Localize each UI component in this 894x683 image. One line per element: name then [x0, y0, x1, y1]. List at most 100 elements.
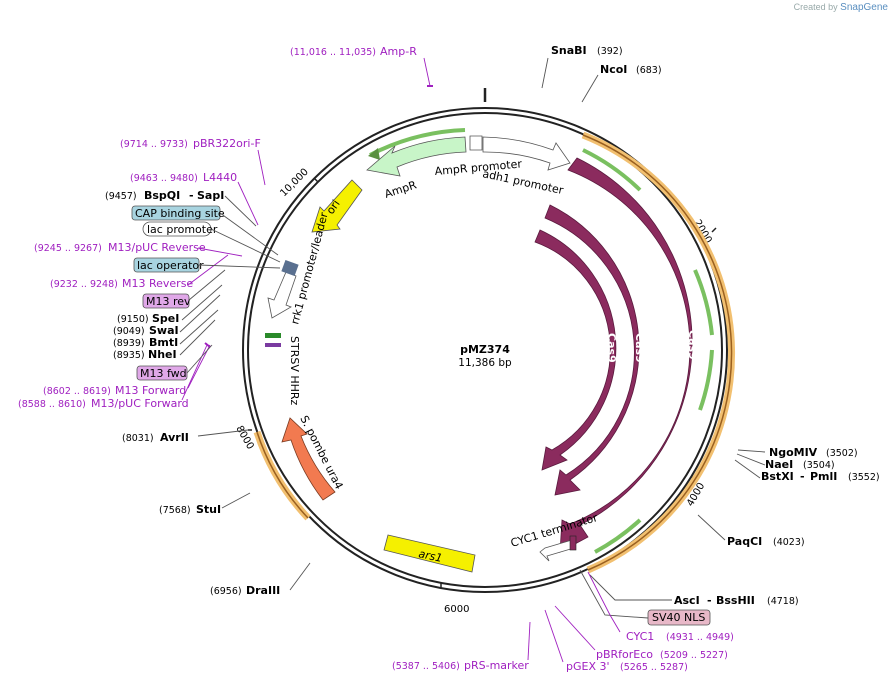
m13fwd-leader-1 [187, 344, 211, 389]
strsv-marker-green [265, 333, 281, 338]
pbr322-leader [257, 149, 266, 186]
bmti-leader [179, 309, 219, 345]
m13rev-leader [188, 269, 226, 301]
m13puc-rev-leader [197, 247, 243, 257]
enzyme-ncoi-pos: (683) [636, 65, 662, 76]
backbone-inner [247, 112, 723, 588]
enzyme-bsshii: BssHII [716, 594, 755, 607]
snapgene-logo: SnapGene [840, 2, 888, 13]
plasmid-size: 11,386 bp [458, 357, 512, 369]
backbone-outer [242, 107, 728, 593]
enzyme-naei-pos: (3504) [803, 460, 835, 471]
enzyme-swai: SwaI [149, 324, 179, 337]
primer-pgex: pGEX 3' [566, 660, 610, 673]
enzyme-spei: SpeI [152, 312, 179, 325]
enzyme-paqci: PaqCI [727, 535, 762, 548]
primer-pbrforeco: pBRforEco [596, 648, 653, 661]
enzyme-bmti-pos: (8939) [113, 338, 145, 349]
enzyme-asci: AscI [674, 594, 700, 607]
cyc1-terminator-arrow [539, 539, 575, 562]
cas9-subfeature-2 [693, 269, 714, 336]
enzyme-snabi-pos: (392) [597, 46, 623, 57]
primer-m13fwd-pos: (8602 .. 8619) [43, 386, 111, 397]
cyc1-primer-leader [587, 571, 621, 633]
adh1-promoter-label: adh1 promoter [481, 167, 565, 197]
ori-arrow [311, 179, 363, 233]
cas9-subfeature-1 [582, 148, 642, 192]
enzyme-dash-1: - [800, 470, 805, 483]
primer-m13rev: M13 Reverse [122, 277, 193, 290]
ampr-annotation-arrowhead [368, 148, 380, 160]
ampr-primer-leader [423, 57, 431, 87]
enzyme-avrii-pos: (8031) [122, 433, 154, 444]
primer-m13puc-rev-pos: (9245 .. 9267) [34, 243, 102, 254]
enzyme-asci-pos: (4718) [767, 596, 799, 607]
enzyme-sapi: SapI [197, 189, 224, 202]
ars1-label: ars1 [417, 547, 443, 565]
sv40-leader [579, 569, 649, 619]
lac-operator-leader [198, 264, 281, 269]
enzyme-draiii: DraIII [246, 584, 280, 597]
enzyme-ngomiv: NgoMIV [769, 446, 818, 459]
primer-cyc1-pos: (4931 .. 4949) [666, 632, 734, 643]
strsv-marker-purple [265, 343, 281, 347]
rrk1-promoter-arrow [267, 271, 297, 319]
primer-pbr322: pBR322ori-F [193, 137, 261, 150]
prs-marker-leader [527, 621, 531, 661]
enzyme-bstxi-pos: (3552) [848, 472, 880, 483]
cas9-subfeature-3 [698, 349, 714, 411]
ura4-annotation-core [256, 431, 309, 519]
ars1-arrow [383, 534, 476, 573]
ngomiv-leader [737, 449, 766, 453]
m13rev-box [142, 293, 190, 309]
enzyme-ncoi: NcoI [600, 63, 627, 76]
swai-leader [179, 294, 221, 333]
primer-site-mark [204, 342, 211, 348]
enzyme-draiii-pos: (6956) [210, 586, 242, 597]
enzyme-stui-pos: (7568) [159, 505, 191, 516]
strsv-label: STRSV HHRz [288, 336, 301, 406]
primer-m13pucfwd: M13/pUC Forward [91, 397, 189, 410]
tick-8000: 8000 [233, 424, 255, 452]
cas9-label-inner: Cas9 [605, 333, 618, 363]
primer-l4440-pos: (9463 .. 9480) [130, 173, 198, 184]
lac-operator-label: lac operator [137, 259, 204, 272]
tick-2000-mark [711, 227, 717, 233]
primer-prs-marker: pRS-marker [464, 659, 529, 672]
enzyme-snabi: SnaBI [551, 44, 587, 57]
snabi-leader [541, 57, 549, 89]
ncoi-leader [581, 74, 599, 103]
primer-prs-marker-pos: (5387 .. 5406) [392, 661, 460, 672]
cas9-arrow-inner [534, 229, 617, 471]
enzyme-dash-3: - [189, 189, 194, 202]
enzyme-bspqi-pos: (9457) [105, 191, 137, 202]
nhei-leader [179, 319, 216, 356]
tick-6000: 6000 [444, 604, 469, 615]
pgex-leader [544, 609, 564, 663]
bstxi-leader [734, 459, 761, 479]
cas9-arrow-outer [559, 157, 693, 553]
tick-10000-mark [313, 177, 319, 183]
pbrforeco-leader [554, 605, 596, 651]
credit: Created by SnapGene [794, 2, 888, 13]
primer-l4440: L4440 [203, 171, 237, 184]
credit-prefix: Created by [793, 2, 838, 12]
avrii-leader [197, 429, 249, 437]
ampr-arrow [366, 136, 467, 177]
cap-label: CAP binding site [135, 207, 225, 220]
asci-leader [589, 574, 672, 601]
enzyme-avrii: AvrII [160, 431, 189, 444]
enzyme-pmli: PmlI [810, 470, 837, 483]
spei-leader [181, 284, 223, 321]
draiii-leader [289, 562, 311, 591]
cas9-label-outer: Cas9 [686, 330, 699, 360]
enzyme-nhei: NheI [148, 348, 177, 361]
cas9-arrow-middle [544, 204, 640, 496]
primer-m13rev-pos: (9232 .. 9248) [50, 279, 118, 290]
enzyme-swai-pos: (9049) [113, 326, 145, 337]
enzyme-nhei-pos: (8935) [113, 350, 145, 361]
primer-amp-r: Amp-R [380, 45, 417, 58]
lac-promoter-leader [210, 228, 281, 263]
enzyme-naei: NaeI [765, 458, 793, 471]
